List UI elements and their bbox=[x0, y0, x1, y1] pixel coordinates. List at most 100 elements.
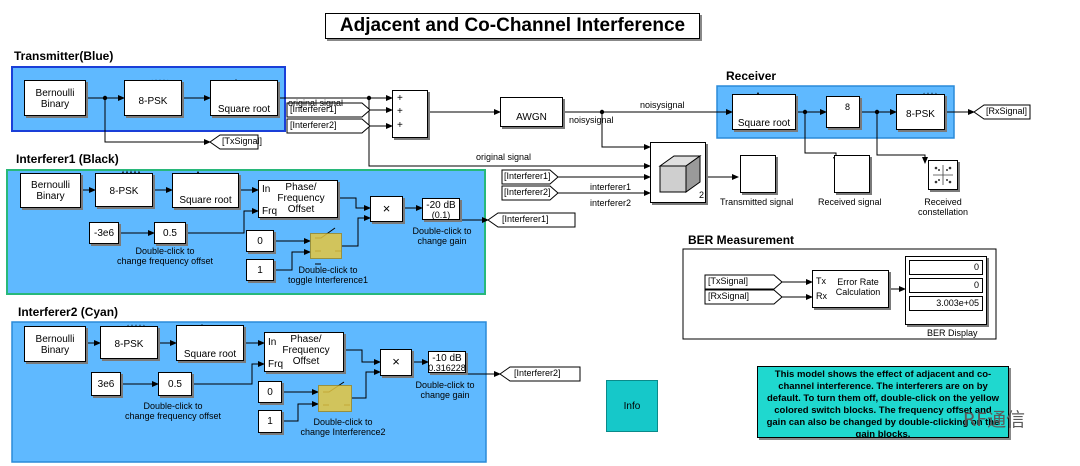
i1-freq-note: Double-click to change frequency offset bbox=[117, 246, 213, 266]
awgn-block[interactable]: AWGN bbox=[500, 97, 563, 127]
i2-gain-block[interactable] bbox=[428, 351, 466, 373]
i1-product-block[interactable]: × bbox=[370, 196, 403, 222]
tag-txsignal-shape bbox=[209, 134, 259, 150]
tag-scope-interferer2-shape bbox=[501, 185, 559, 201]
i1-toggle-switch[interactable] bbox=[310, 233, 342, 259]
i1-gain-db: -20 dB bbox=[426, 200, 456, 211]
label-original-signal: original signal bbox=[288, 98, 344, 108]
tag-ber-rxsignal[interactable]: [RxSignal] bbox=[708, 291, 750, 301]
i2-filter-block[interactable]: Square root bbox=[176, 325, 244, 361]
transmitted-signal-label: Transmitted signal bbox=[720, 197, 794, 207]
received-constellation-label: Received constellation bbox=[917, 197, 969, 217]
tag-interferer2-goto-shape bbox=[499, 366, 581, 382]
i2-pfo-title: Phase/ Frequency Offset bbox=[282, 334, 330, 367]
transmitter-header: Transmitter(Blue) bbox=[14, 49, 114, 63]
i1-phase-freq-offset-block[interactable] bbox=[258, 180, 338, 218]
tag-rxsignal-shape bbox=[973, 104, 1031, 120]
i2-gain-note: Double-click to change gain bbox=[415, 380, 475, 400]
i2-bernoulli-block[interactable]: Bernoulli Binary bbox=[24, 326, 86, 362]
sum-sign-2: + bbox=[397, 106, 403, 117]
i2-toggle-switch[interactable] bbox=[318, 385, 352, 412]
i1-gain-note: Double-click to change gain bbox=[412, 226, 472, 246]
error-rate-port-rx: Rx bbox=[816, 291, 827, 301]
i1-switch-const-1[interactable]: 1 bbox=[246, 259, 274, 281]
transmitted-scope-block[interactable] bbox=[740, 155, 776, 193]
ber-display-value-error-rate: 0 bbox=[909, 260, 983, 275]
received-signal-label: Received signal bbox=[818, 197, 882, 207]
i1-switch-const-0[interactable]: 0 bbox=[246, 230, 274, 252]
ber-display-value-errors: 0 bbox=[909, 278, 983, 293]
i2-phase-freq-offset-block[interactable] bbox=[264, 332, 344, 372]
i1-bernoulli-block[interactable]: Bernoulli Binary bbox=[20, 173, 81, 208]
tag-txsignal[interactable]: [TxSignal] bbox=[222, 136, 263, 146]
ber-header: BER Measurement bbox=[688, 233, 795, 247]
tag-interferer2-goto[interactable]: [Interferer2] bbox=[514, 368, 561, 378]
tag-from-interferer1-shape bbox=[286, 102, 371, 118]
i2-gain-value: 0.316228 bbox=[428, 363, 466, 373]
sum-sign-1: + bbox=[397, 93, 403, 104]
tag-from-interferer1[interactable]: [Interferer1] bbox=[290, 104, 337, 114]
tag-interferer1-goto-shape bbox=[487, 212, 576, 228]
ber-display-label: BER Display bbox=[927, 328, 978, 338]
info-button[interactable]: Info bbox=[606, 380, 658, 432]
label-original-signal-2: original signal bbox=[476, 152, 532, 162]
error-rate-calculation-block[interactable] bbox=[812, 270, 889, 308]
i2-pfo-frq-port: Frq bbox=[268, 359, 283, 370]
i1-freq-constant-block[interactable]: -3e6 bbox=[89, 222, 119, 244]
i1-switch-note: Double-click to toggle Interference1 bbox=[287, 265, 369, 285]
tag-scope-interferer1-shape bbox=[501, 169, 559, 185]
mux-ports-label: 2 bbox=[699, 190, 705, 200]
i2-switch-const-0[interactable]: 0 bbox=[258, 381, 282, 403]
i1-8psk-block[interactable]: 8-PSK bbox=[95, 173, 153, 207]
i2-switch-const-1[interactable]: 1 bbox=[258, 410, 282, 433]
tag-from-interferer2-shape bbox=[286, 118, 371, 134]
tag-ber-txsignal[interactable]: [TxSignal] bbox=[708, 276, 749, 286]
tx-8psk-block[interactable]: 8-PSK bbox=[124, 80, 182, 116]
i1-gain-block[interactable] bbox=[422, 198, 460, 220]
i1-gain-value: (0.1) bbox=[431, 210, 451, 220]
i2-8psk-block[interactable]: 8-PSK bbox=[100, 326, 158, 359]
rx-downsample-block[interactable]: 8 bbox=[826, 96, 860, 128]
tag-interferer1-goto[interactable]: [Interferer1] bbox=[502, 214, 549, 224]
label-interferer2: interferer2 bbox=[590, 198, 632, 208]
label-interferer1: interferer1 bbox=[590, 182, 632, 192]
received-scope-block[interactable] bbox=[834, 155, 870, 193]
error-rate-calc-label: Error Rate Calculation bbox=[835, 277, 881, 297]
receiver-header: Receiver bbox=[726, 69, 777, 83]
interferer2-header: Interferer2 (Cyan) bbox=[18, 305, 119, 319]
i1-pfo-title: Phase/ Frequency Offset bbox=[277, 182, 325, 215]
i2-freq-constant-block[interactable]: 3e6 bbox=[91, 372, 121, 396]
i1-freq-gain-block[interactable]: 0.5 bbox=[154, 222, 186, 244]
page-title: Adjacent and Co-Channel Interference bbox=[325, 13, 700, 39]
i2-freq-gain-block[interactable]: 0.5 bbox=[158, 372, 192, 396]
tag-ber-rx-shape bbox=[704, 289, 783, 305]
i2-switch-note: Double-click to change Interference2 bbox=[300, 417, 386, 437]
watermark-text: RF通信 bbox=[963, 409, 1026, 431]
label-noisysignal-top: noisysignal bbox=[640, 100, 685, 110]
i2-freq-note: Double-click to change frequency offset bbox=[125, 401, 221, 421]
i2-pfo-in-port: In bbox=[268, 337, 277, 348]
tag-scope-interferer2[interactable]: [Interferer2] bbox=[504, 187, 551, 197]
tag-ber-tx-shape bbox=[704, 274, 783, 290]
rx-8psk-demod-block[interactable]: 8-PSK bbox=[896, 94, 945, 130]
error-rate-port-tx: Tx bbox=[816, 276, 826, 286]
sum-sign-3: + bbox=[397, 120, 403, 131]
sum-block[interactable] bbox=[392, 90, 428, 138]
mux-block[interactable] bbox=[650, 142, 706, 203]
i2-gain-db: -10 dB bbox=[432, 353, 462, 364]
label-noisysignal-bottom: noisysignal bbox=[569, 115, 614, 125]
tag-scope-interferer1[interactable]: [Interferer1] bbox=[504, 171, 551, 181]
constellation-scope-block[interactable] bbox=[928, 160, 958, 190]
tag-rxsignal[interactable]: [RxSignal] bbox=[986, 106, 1028, 116]
i1-filter-block[interactable]: Square root bbox=[172, 173, 239, 208]
i2-product-block[interactable]: × bbox=[380, 349, 412, 376]
tag-from-interferer2[interactable]: [Interferer2] bbox=[290, 120, 337, 130]
tx-filter-block[interactable]: Square root bbox=[210, 80, 278, 116]
i1-pfo-in-port: In bbox=[262, 184, 271, 195]
tx-bernoulli-block[interactable]: Bernoulli Binary bbox=[24, 80, 86, 116]
model-description-note: This model shows the effect of adjacent … bbox=[757, 366, 1009, 438]
i1-pfo-frq-port: Frq bbox=[262, 206, 277, 217]
rx-filter-block[interactable]: Square root bbox=[732, 94, 796, 130]
ber-display-value-bits: 3.003e+05 bbox=[909, 296, 983, 311]
